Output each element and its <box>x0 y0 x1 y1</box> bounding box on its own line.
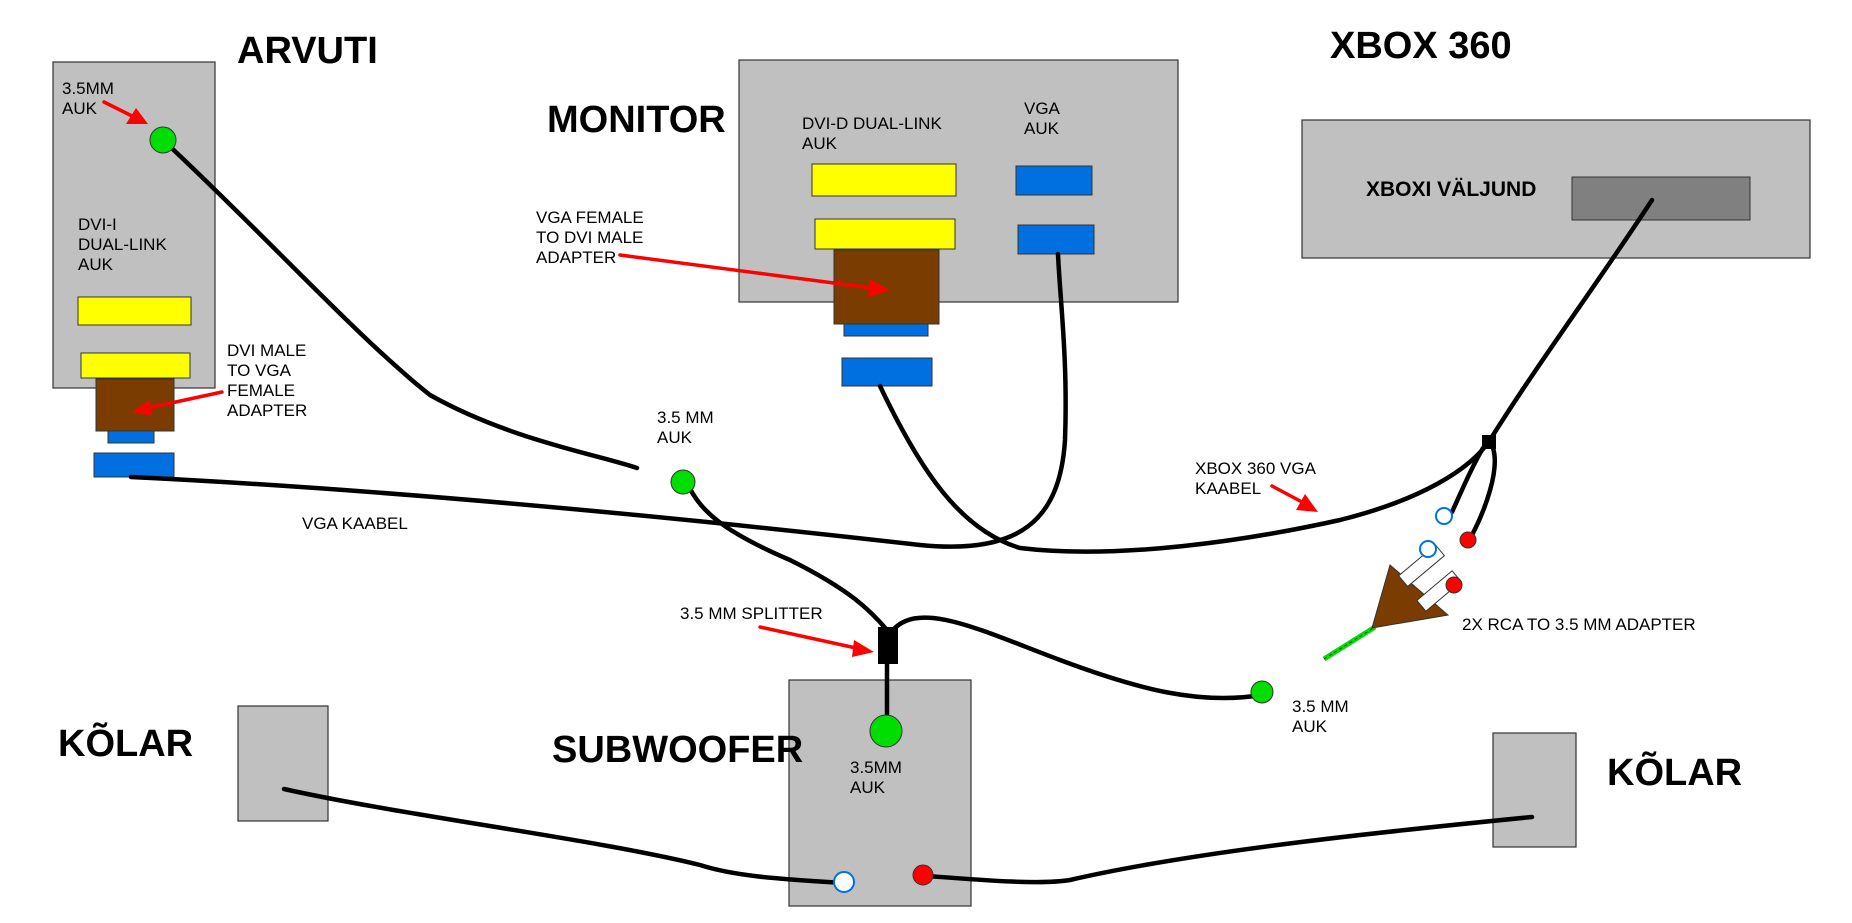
monitor-adapter-vga-end <box>843 323 929 337</box>
pc-dvi-port <box>77 296 192 326</box>
pc-audio-jack <box>149 126 177 154</box>
monitor-vga-port <box>1015 165 1093 196</box>
xbox-output-cable <box>1487 197 1655 443</box>
arrow-xbox-cable <box>1270 484 1318 512</box>
subwoofer-audio-jack <box>869 714 903 748</box>
annotation-sub-jack: 3.5MM AUK <box>850 758 907 797</box>
pc-adapter-dvi-end <box>80 352 191 379</box>
arrow-pc-audio <box>102 100 148 124</box>
annotation-pc-audio: 3.5MM AUK <box>62 79 119 118</box>
annotation-xbox-cable: XBOX 360 VGA KAABEL <box>1195 459 1320 498</box>
splitter-to-adapter-cable <box>890 615 1265 701</box>
rca-to-35mm-adapter <box>1322 540 1463 662</box>
label-arvuti: ARVUTI <box>237 30 378 72</box>
pc-vga-plug <box>93 452 175 478</box>
right-audio-plug <box>1250 680 1274 704</box>
monitor-box <box>738 59 1179 303</box>
pc-audio-cable <box>160 137 640 471</box>
label-kolar-left: KÕLAR <box>58 721 193 765</box>
annotation-dvi-vga-adapter: DVI MALE TO VGA FEMALE ADAPTER <box>227 341 311 420</box>
right-speaker-cable <box>924 814 1535 885</box>
xbox-output-port <box>1571 176 1751 221</box>
xbox-white-rca <box>1435 507 1453 525</box>
monitor-vga-plug <box>1017 224 1095 255</box>
speaker-right-box <box>1492 732 1577 848</box>
subwoofer-red-rca <box>912 864 934 886</box>
annotation-monitor-vga: VGA AUK <box>1024 99 1064 138</box>
label-subwoofer: SUBWOOFER <box>552 729 803 771</box>
vga-cable <box>128 251 1068 549</box>
monitor-vga-dvi-adapter <box>833 249 940 325</box>
mid-audio-plug <box>670 469 696 495</box>
annotation-splitter: 3.5 MM SPLITTER <box>680 604 823 623</box>
annotation-vga-cable: VGA KAABEL <box>302 514 408 533</box>
xbox-red-rca <box>1459 531 1477 549</box>
pc-adapter-vga-end <box>107 430 155 444</box>
label-kolar-right: KÕLAR <box>1607 750 1742 794</box>
arrow-dvi-vga-adapter <box>132 390 224 416</box>
monitor-dvi-port <box>811 163 957 197</box>
left-speaker-cable <box>281 786 846 886</box>
adapter-to-xbox-cable <box>877 383 1493 554</box>
annotation-audio-mid: 3.5 MM AUK <box>657 408 718 447</box>
rca-red-cable <box>1469 445 1498 538</box>
annotation-pc-dvi: DVI-I DUAL-LINK AUK <box>78 215 172 274</box>
annotation-monitor-dvi: DVI-D DUAL-LINK AUK <box>802 114 947 153</box>
annotation-rca-adapter: 2X RCA TO 3.5 MM ADAPTER <box>1462 615 1696 634</box>
subwoofer-white-rca <box>833 871 855 893</box>
monitor-adapter-dvi-end <box>814 218 956 250</box>
annotation-xbox-output: XBOXI VÄLJUND <box>1366 178 1536 201</box>
speaker-left-box <box>237 705 329 822</box>
label-xbox: XBOX 360 <box>1330 25 1512 67</box>
adapter-vga-plug <box>841 357 933 387</box>
arrow-vga-dvi-adapter <box>618 253 890 297</box>
rca-white-cable <box>1449 445 1486 515</box>
label-monitor: MONITOR <box>547 99 726 141</box>
audio-to-splitter-cable <box>684 480 890 633</box>
annotation-audio-right: 3.5 MM AUK <box>1292 697 1353 736</box>
xbox-cable-junction <box>1482 435 1496 449</box>
arrow-splitter <box>758 625 874 657</box>
audio-splitter <box>878 627 898 664</box>
annotation-vga-dvi-adapter: VGA FEMALE TO DVI MALE ADAPTER <box>536 208 648 267</box>
